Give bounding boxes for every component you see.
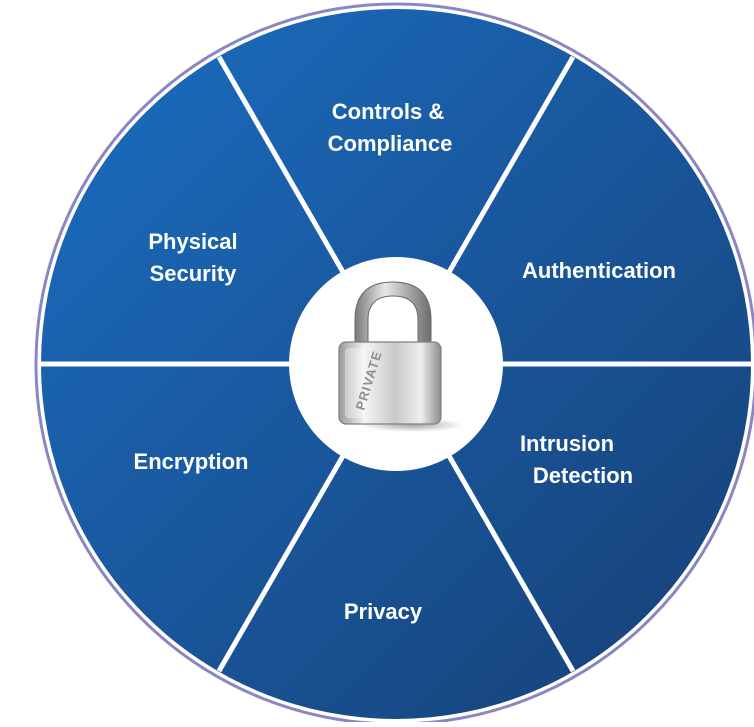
segment-authentication-label: Authentication xyxy=(522,258,676,283)
segment-privacy: Privacy xyxy=(344,599,423,624)
segment-privacy-label: Privacy xyxy=(344,599,423,624)
segment-encryption-label: Encryption xyxy=(134,449,249,474)
segment-encryption: Encryption xyxy=(134,449,249,474)
segment-physical-label-line1: Physical xyxy=(148,229,237,254)
segment-physical-label-line2: Security xyxy=(150,261,238,286)
segment-intrusion: Intrusion Detection xyxy=(520,431,633,488)
segment-controls: Controls & Compliance xyxy=(328,99,453,156)
segment-controls-label-line1: Controls & xyxy=(332,99,445,124)
segment-controls-label-line2: Compliance xyxy=(328,131,453,156)
padlock-body-highlight xyxy=(345,348,365,418)
segment-intrusion-label-line2: Detection xyxy=(533,463,633,488)
segment-physical: Physical Security xyxy=(148,229,237,286)
padlock-body xyxy=(338,341,442,425)
segment-intrusion-label-line1: Intrusion xyxy=(520,431,614,456)
segment-authentication: Authentication xyxy=(522,258,676,283)
padlock-icon: PRIVATE xyxy=(338,281,464,432)
